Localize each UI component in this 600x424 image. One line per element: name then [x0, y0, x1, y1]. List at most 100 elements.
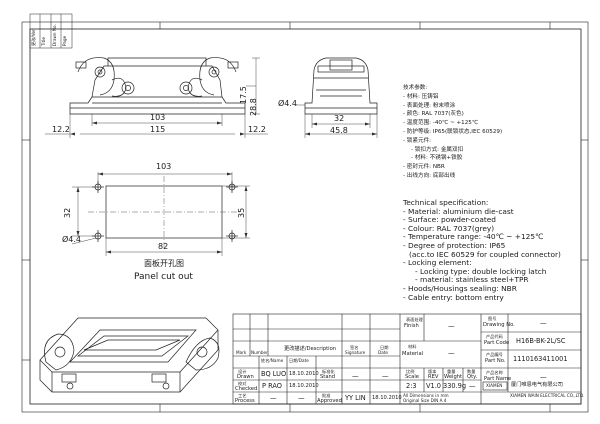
tb-finish-value: — [448, 322, 455, 330]
company-name-en: XIAMEN WAIN ELECTRICAL CO.,LTD. [510, 393, 585, 398]
cutout-dim-hole: Ø4.4 [62, 235, 82, 244]
tb-weight-cn: 重量 [447, 369, 456, 374]
tb-part-name-value: — [540, 373, 547, 381]
title-block-grid [232, 313, 582, 405]
tb-scale-cn: 比例 [406, 369, 415, 374]
tb-drawn-date: 18.10.2010 [289, 371, 319, 377]
spec-en-line: - Surface: powder-coated [403, 215, 496, 225]
tb-approved-en: Approved [317, 398, 342, 404]
cutout-dim-103: 103 [156, 162, 172, 171]
tb-checked-en: Checked [235, 386, 258, 392]
spec-cn-line: - 温度范围: -40℃ ~ +125℃ [403, 120, 479, 127]
tb-approved-cn: 批准 [322, 393, 331, 398]
cutout-dim-32: 32 [63, 207, 72, 218]
tb-drawing-no-cn: 图号 [488, 316, 497, 321]
tb-note-size: Original Size DIN A 4 [403, 398, 447, 403]
spec-en-line: Technical specification: [403, 198, 489, 207]
spec-en-line: - Hoods/Housings sealing: NBR [403, 283, 517, 293]
tb-note-dimensions: All Dimensions in mm [403, 393, 449, 398]
tb-drawn-name: BQ LUO [261, 370, 287, 378]
spec-en-line: - Temperature range: -40℃ ~ +125℃ [403, 232, 544, 242]
tb-part-code-en: Part Code [484, 340, 510, 346]
tb-weight-en: Weight [444, 374, 463, 380]
tb-part-no-value: 1110163411001 [513, 355, 568, 363]
dim-115-top: 115 [150, 125, 166, 134]
side-view-arrows [305, 122, 377, 136]
tb-qty-cn: 数量 [467, 369, 476, 374]
tb-checked-name: P RAO [262, 382, 282, 390]
dim-32-side: 32 [334, 114, 345, 123]
tb-name-col: 姓名/Name [261, 358, 284, 363]
tb-rev-en: REV [428, 374, 439, 380]
tb-material-value: — [448, 349, 455, 357]
tb-number-label: Number [251, 350, 268, 355]
tb-material-cn: 材料 [408, 344, 417, 349]
spec-en-block: Technical specification: - Material: alu… [403, 198, 561, 302]
housing-isometric-view [39, 317, 220, 393]
tb-scale-en: Scale [405, 374, 419, 380]
tb-checked-cn: 校对 [238, 381, 247, 386]
tb-part-name-cn: 产品名称 [486, 370, 503, 375]
tb-finish-en: Finish [404, 323, 419, 329]
cutout-centerlines [88, 176, 242, 248]
tb-part-code-value: H16B-BK-2L/SC [516, 337, 566, 345]
tb-mark-label: Mark [236, 350, 247, 355]
spec-cn-line: - 颜色: RAL 7037(灰色) [403, 111, 464, 118]
tb-standard-date: — [382, 372, 389, 380]
company-name-cn: 厦门唯恩电气有限公司 [511, 382, 563, 388]
tb-signature-en: Signature [345, 350, 366, 355]
spec-cn-line: - 防护等级: IP65(联锁状态,IEC 60529) [403, 128, 503, 135]
tb-process-date: — [298, 394, 305, 402]
tb-part-name-en: Part Name [484, 376, 512, 382]
tb-drawing-no-en: Drawing No. [483, 322, 515, 328]
spec-cn-block: 技术参数: - 材料: 压铸铝 - 表面处理: 粉末喷涂 - 颜色: RAL 7… [403, 84, 502, 181]
tb-part-no-en: Part No. [485, 358, 506, 364]
tb-qty-value: — [469, 382, 476, 390]
spec-en-line: - Material: aluminium die-cast [403, 206, 514, 216]
housing-front-view [69, 57, 246, 115]
tb-process-name: — [270, 394, 277, 402]
spec-cn-line: - 密封元件: NBR [403, 164, 445, 171]
dim-height-28-8: 28.8 [249, 98, 258, 116]
spec-en-line: - Locking element: [403, 258, 472, 268]
tb-approved-name: YY LIN [345, 394, 366, 402]
dim-12-2-left: 12.2 [52, 125, 70, 134]
tb-date-en: Date [378, 350, 389, 355]
tb-qty-en: Qty. [467, 374, 478, 380]
panel-cutout-drawing [92, 181, 238, 242]
tb-drawing-no-value: — [540, 319, 547, 327]
tb-weight-value: 330.9g [443, 382, 467, 390]
tb-standard-en: Stand [320, 374, 336, 380]
cutout-title-en: Panel cut out [134, 272, 193, 282]
tb-scale-value: 2:3 [406, 382, 417, 390]
margin-block [29, 13, 73, 49]
outer-border [21, 21, 589, 413]
tb-signature-cn: 签名 [350, 345, 359, 350]
tb-part-code-cn: 产品代码 [486, 334, 503, 339]
tb-approved-date: 18.10.2010 [372, 395, 402, 401]
housing-side-view [304, 57, 378, 115]
tb-drawn-en: Drawn [237, 374, 254, 380]
company-logo: XIAMEN [486, 383, 503, 388]
spec-cn-line: 技术参数: [403, 85, 428, 91]
dim-12-2-right: 12.2 [248, 125, 266, 134]
dim-45-8-side: 45.8 [330, 126, 348, 135]
ruler-ticks [22, 22, 588, 412]
dim-hole-side: Ø4.4 [278, 99, 298, 108]
cutout-arrows [76, 172, 248, 254]
spec-cn-line: - 表面处理: 粉末喷涂 [403, 102, 456, 109]
spec-cn-line: - 材料: 压铸铝 [403, 93, 439, 100]
cutout-title-cn: 面板开孔图 [144, 259, 184, 268]
tb-material-en: Material [402, 351, 424, 357]
tb-date-col: 日期/Date [289, 358, 309, 363]
side-view-dimensions [296, 104, 378, 138]
company-logo-mark [482, 381, 508, 391]
tb-process-cn: 工艺 [238, 393, 247, 398]
tb-standard-cn: 标准化 [322, 369, 335, 374]
margin-cell-title: Title [41, 37, 46, 46]
cutout-dim-35: 35 [237, 207, 246, 218]
spec-en-line: - material: stainless steel+TPR [415, 275, 529, 285]
tb-checked-date: 18.10.2010 [289, 383, 319, 389]
dim-103-top: 103 [150, 113, 166, 122]
